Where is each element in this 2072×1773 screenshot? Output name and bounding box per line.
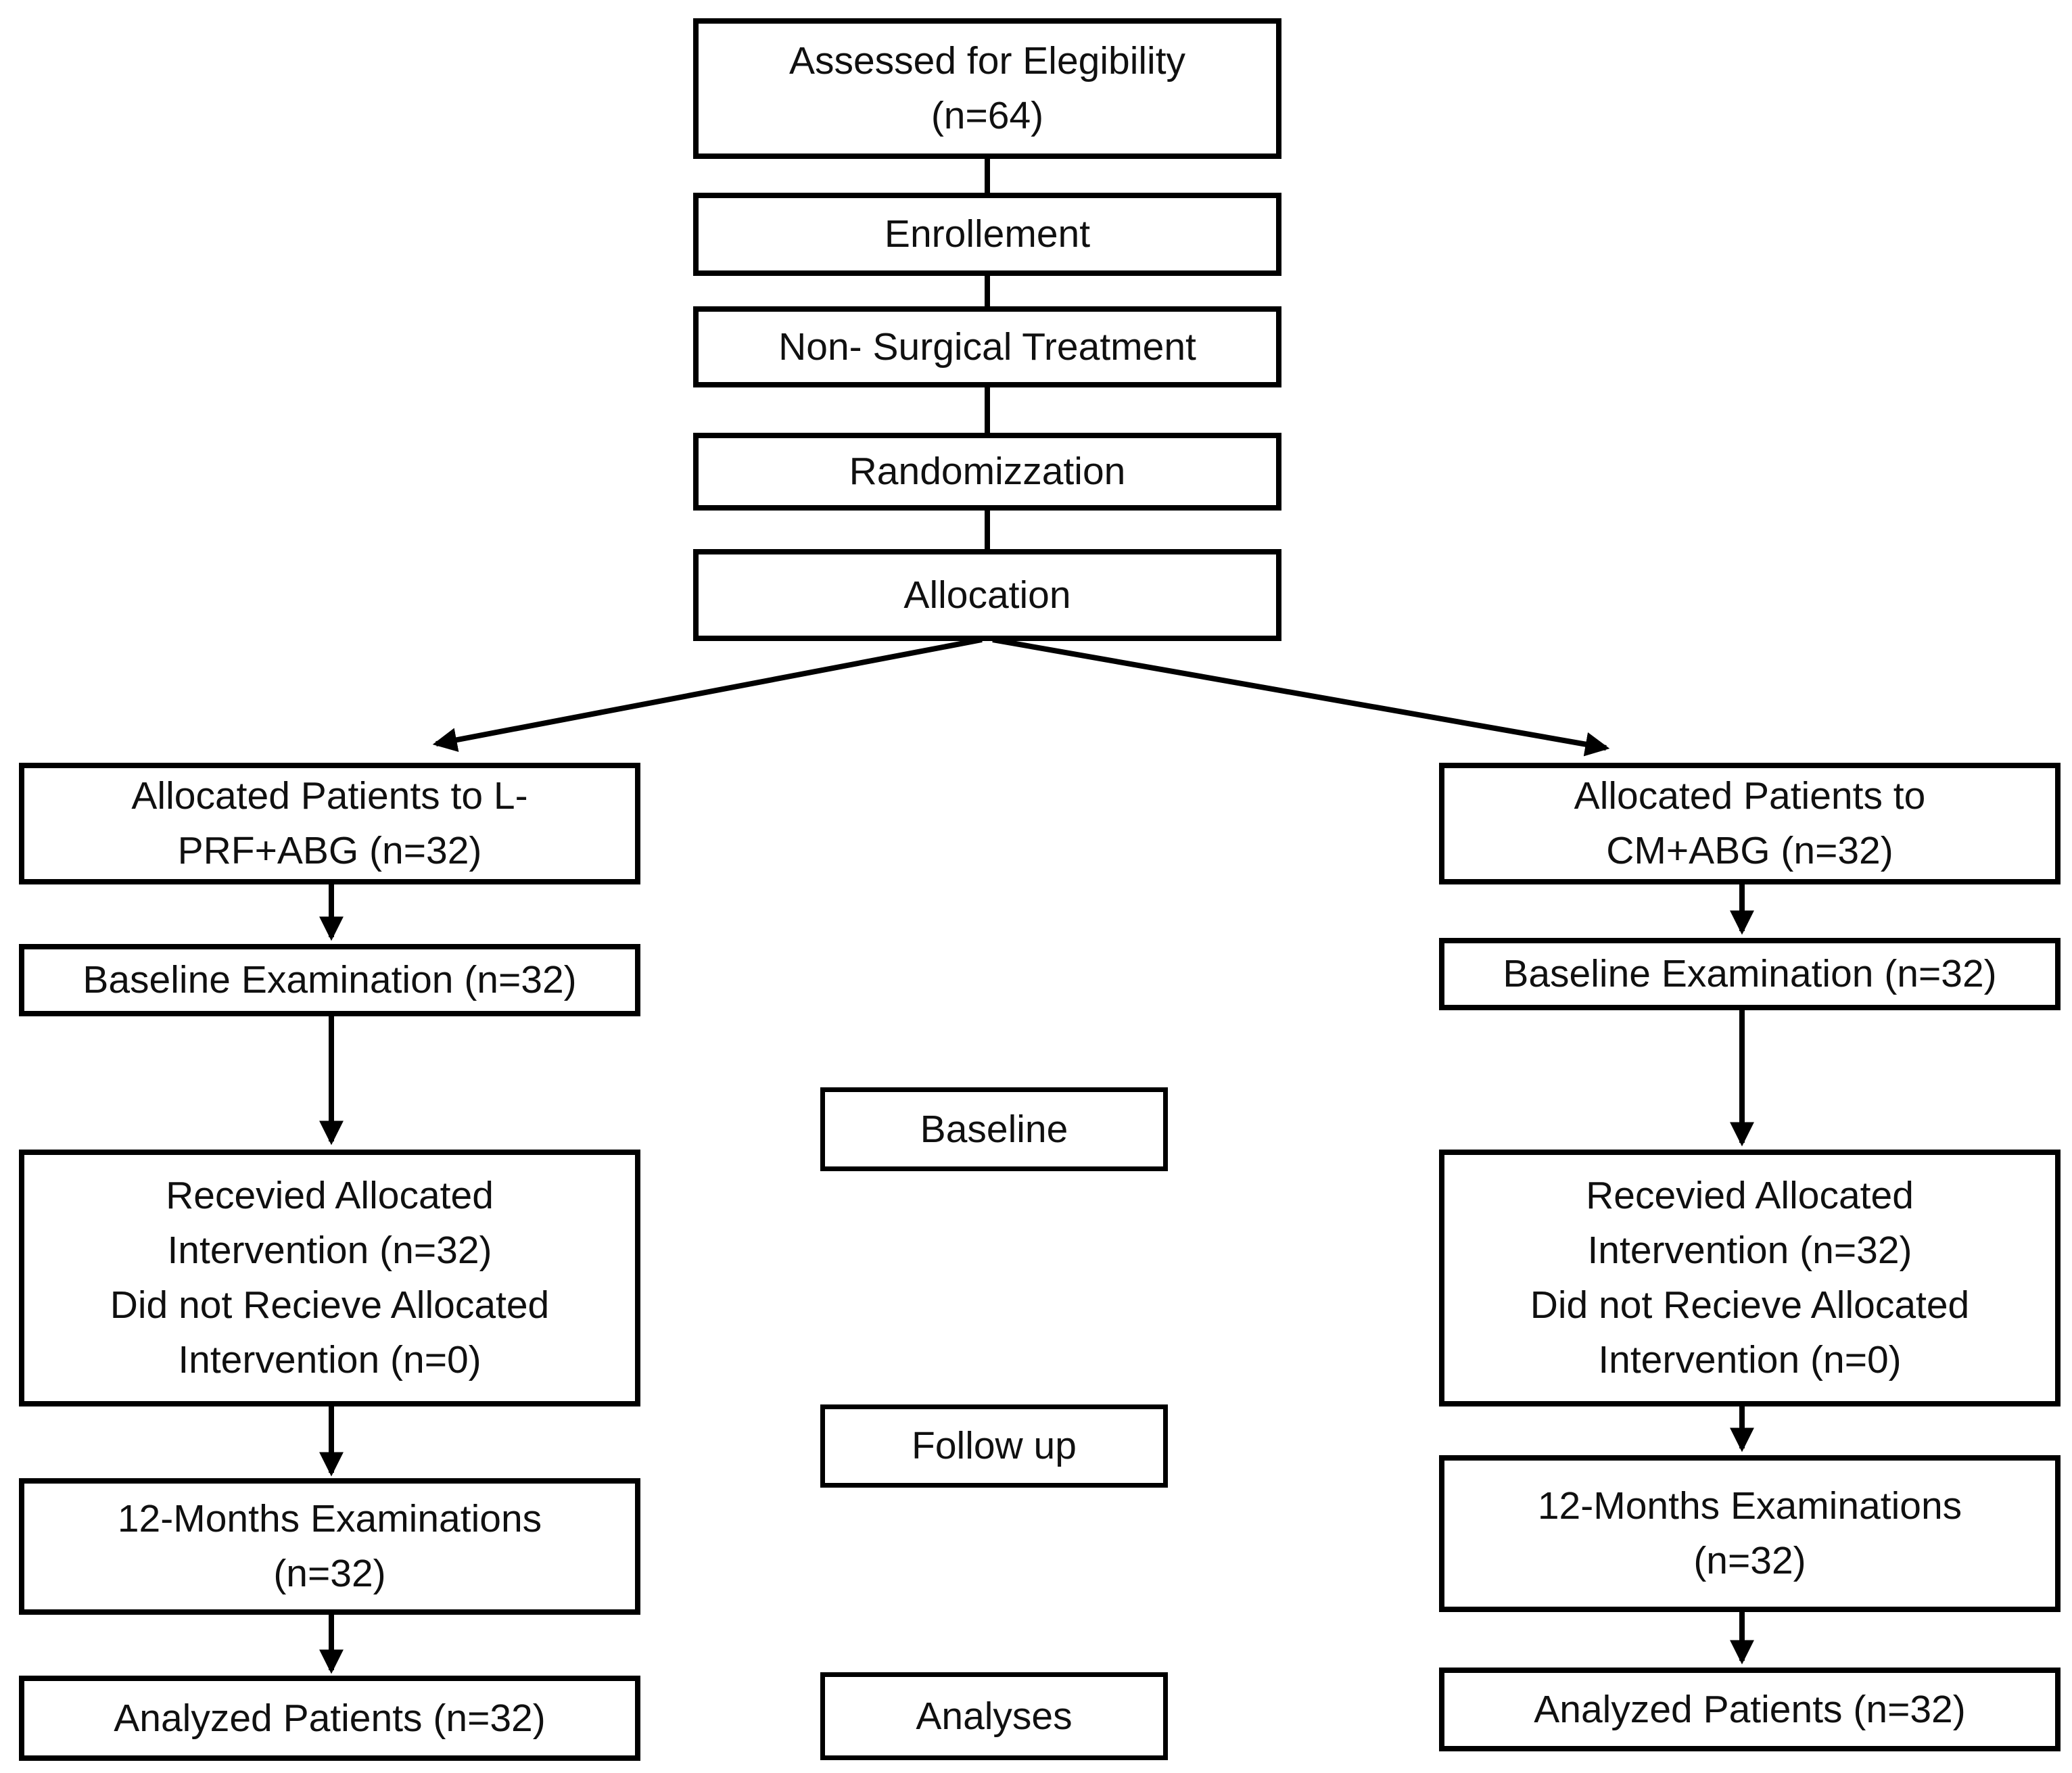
- box-text-line: Intervention (n=32): [167, 1229, 492, 1273]
- box-text-line: Analyzed Patients (n=32): [1534, 1687, 1966, 1731]
- phase-follow-up-box: Follow up: [820, 1404, 1168, 1488]
- phase-analyses-box: Analyses: [820, 1672, 1168, 1760]
- box-text-line: (n=32): [273, 1552, 386, 1595]
- box-text-line: Allocated Patients to: [1574, 774, 1926, 818]
- box-text-line: Recevied Allocated: [166, 1174, 494, 1218]
- left-received-intervention-box: Recevied Allocated Intervention (n=32) D…: [19, 1150, 640, 1406]
- box-text-line: (n=32): [1693, 1539, 1806, 1582]
- assessed-for-eligibility-box: Assessed for Elegibility (n=64): [693, 18, 1281, 159]
- box-text-line: 12-Months Examinations: [117, 1497, 542, 1541]
- phase-baseline-box: Baseline: [820, 1087, 1168, 1171]
- arrow-allocation-to-right-arm: [992, 637, 1610, 757]
- right-received-intervention-box: Recevied Allocated Intervention (n=32) D…: [1439, 1150, 2061, 1406]
- allocation-box: Allocation: [693, 549, 1281, 641]
- non-surgical-treatment-box: Non- Surgical Treatment: [693, 306, 1281, 387]
- box-text-line: Assessed for Elegibility: [788, 39, 1186, 83]
- box-text-line: Enrollement: [884, 212, 1091, 256]
- right-analyzed-patients-box: Analyzed Patients (n=32): [1439, 1668, 2061, 1751]
- box-text-line: Baseline Examination (n=32): [83, 958, 577, 1002]
- box-text-line: Non- Surgical Treatment: [778, 325, 1196, 369]
- randomization-box: Randomizzation: [693, 433, 1281, 511]
- box-text-line: Baseline Examination (n=32): [1503, 952, 1997, 996]
- arrow-allocation-to-left-arm: [432, 637, 983, 752]
- box-text-line: Allocation: [903, 573, 1071, 617]
- box-text-line: Did not Recieve Allocated: [1530, 1283, 1970, 1327]
- box-text-line: Analyses: [916, 1694, 1073, 1738]
- box-text-line: Analyzed Patients (n=32): [114, 1696, 546, 1740]
- box-text-line: Follow up: [912, 1424, 1077, 1468]
- box-text-line: CM+ABG (n=32): [1606, 829, 1893, 872]
- box-text-line: Intervention (n=0): [1598, 1338, 1902, 1381]
- box-text-line: 12-Months Examinations: [1537, 1484, 1962, 1528]
- left-allocated-patients-box: Allocated Patients to L- PRF+ABG (n=32): [19, 763, 640, 884]
- box-text-line: Recevied Allocated: [1586, 1174, 1914, 1218]
- right-12-months-examinations-box: 12-Months Examinations (n=32): [1439, 1455, 2061, 1612]
- right-allocated-patients-box: Allocated Patients to CM+ABG (n=32): [1439, 763, 2061, 884]
- box-text-line: (n=64): [931, 94, 1044, 137]
- box-text-line: Randomizzation: [849, 450, 1126, 494]
- box-text-line: PRF+ABG (n=32): [177, 829, 482, 872]
- left-12-months-examinations-box: 12-Months Examinations (n=32): [19, 1478, 640, 1615]
- box-text-line: Did not Recieve Allocated: [110, 1283, 550, 1327]
- enrollment-box: Enrollement: [693, 193, 1281, 276]
- right-baseline-examination-box: Baseline Examination (n=32): [1439, 938, 2061, 1010]
- box-text-line: Allocated Patients to L-: [131, 774, 528, 818]
- box-text-line: Baseline: [920, 1107, 1068, 1151]
- box-text-line: Intervention (n=0): [178, 1338, 481, 1381]
- box-text-line: Intervention (n=32): [1587, 1229, 1912, 1273]
- left-analyzed-patients-box: Analyzed Patients (n=32): [19, 1676, 640, 1761]
- left-baseline-examination-box: Baseline Examination (n=32): [19, 944, 640, 1016]
